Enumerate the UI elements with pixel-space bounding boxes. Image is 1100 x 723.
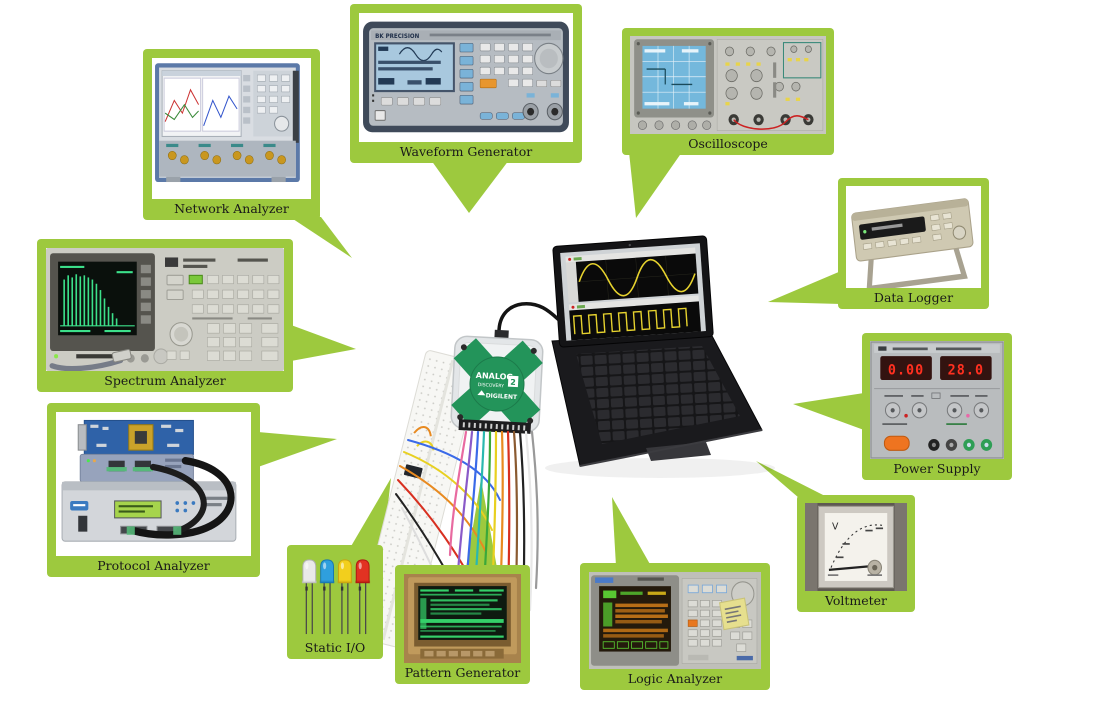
voltmeter-unit: V — [832, 521, 839, 532]
logic-analyzer-illustration — [589, 572, 761, 669]
callout-data-logger: Data Logger — [838, 178, 989, 309]
static-io-leds-illustration — [301, 559, 371, 635]
power-display-volts-right: 28.0 — [948, 362, 984, 378]
waveform-generator-label: Waveform Generator — [399, 144, 533, 159]
callout-waveform-generator: BK PRECISION — [350, 4, 582, 163]
power-supply-label: Power Supply — [893, 461, 981, 476]
power-display-volts-left: 0.00 — [888, 362, 924, 378]
spectrum-analyzer-label: Spectrum Analyzer — [104, 373, 226, 388]
logic-analyzer-label: Logic Analyzer — [627, 671, 723, 686]
voltmeter-image: V — [805, 503, 907, 591]
callout-voltmeter: V Voltmeter — [797, 495, 915, 612]
static-io-image — [291, 553, 379, 638]
protocol-analyzer-illustration — [61, 419, 237, 542]
data-logger-image — [846, 186, 981, 288]
spectrum-analyzer-illustration — [46, 248, 284, 371]
waveform-generator-image: BK PRECISION — [359, 13, 573, 142]
oscilloscope-illustration — [630, 36, 826, 134]
voltmeter-label: Voltmeter — [824, 593, 888, 608]
pattern-generator-label: Pattern Generator — [404, 665, 521, 680]
callout-oscilloscope: Oscilloscope — [622, 28, 834, 155]
static-io-label: Static I/O — [304, 640, 366, 655]
waveform-generator-illustration: BK PRECISION — [363, 21, 569, 133]
analog-discovery-device: ANALOG DISCOVERY 2 DIGILENT — [450, 329, 544, 434]
pattern-generator-illustration — [404, 574, 521, 663]
waveform-generator-brand: BK PRECISION — [375, 34, 419, 40]
laptop-base — [551, 331, 763, 467]
discovery-logo-num: 2 — [510, 378, 516, 387]
data-logger-illustration — [851, 198, 974, 288]
oscilloscope-image — [630, 36, 826, 134]
voltmeter-illustration: V — [805, 503, 907, 591]
callout-power-supply: 0.00 28.0 Pow — [862, 333, 1012, 480]
power-supply-image: 0.00 28.0 — [870, 341, 1004, 459]
logic-analyzer-image — [589, 572, 761, 669]
discovery-brand: DIGILENT — [485, 392, 518, 401]
network-analyzer-label: Network Analyzer — [174, 201, 289, 216]
callout-spectrum-analyzer: Spectrum Analyzer — [37, 239, 293, 392]
discovery-logo-line2: DISCOVERY — [478, 382, 505, 389]
spectrum-analyzer-image — [46, 248, 284, 371]
laptop-screen — [552, 235, 714, 348]
pattern-generator-image — [404, 574, 521, 663]
protocol-analyzer-image — [56, 412, 251, 556]
discovery-logo-line1: ANALOG — [476, 371, 514, 382]
callout-logic-analyzer: Logic Analyzer — [580, 563, 770, 690]
protocol-analyzer-label: Protocol Analyzer — [97, 558, 210, 573]
callout-network-analyzer: Network Analyzer — [143, 49, 320, 220]
network-analyzer-image — [152, 58, 311, 199]
network-analyzer-illustration — [155, 63, 300, 183]
callout-protocol-analyzer: Protocol Analyzer — [47, 403, 260, 577]
data-logger-label: Data Logger — [873, 290, 954, 305]
callout-pattern-generator: Pattern Generator — [395, 565, 530, 684]
usb-cable — [497, 302, 561, 334]
callout-static-io: Static I/O — [287, 545, 383, 659]
power-supply-illustration: 0.00 28.0 — [870, 341, 1004, 459]
oscilloscope-label: Oscilloscope — [688, 136, 768, 151]
